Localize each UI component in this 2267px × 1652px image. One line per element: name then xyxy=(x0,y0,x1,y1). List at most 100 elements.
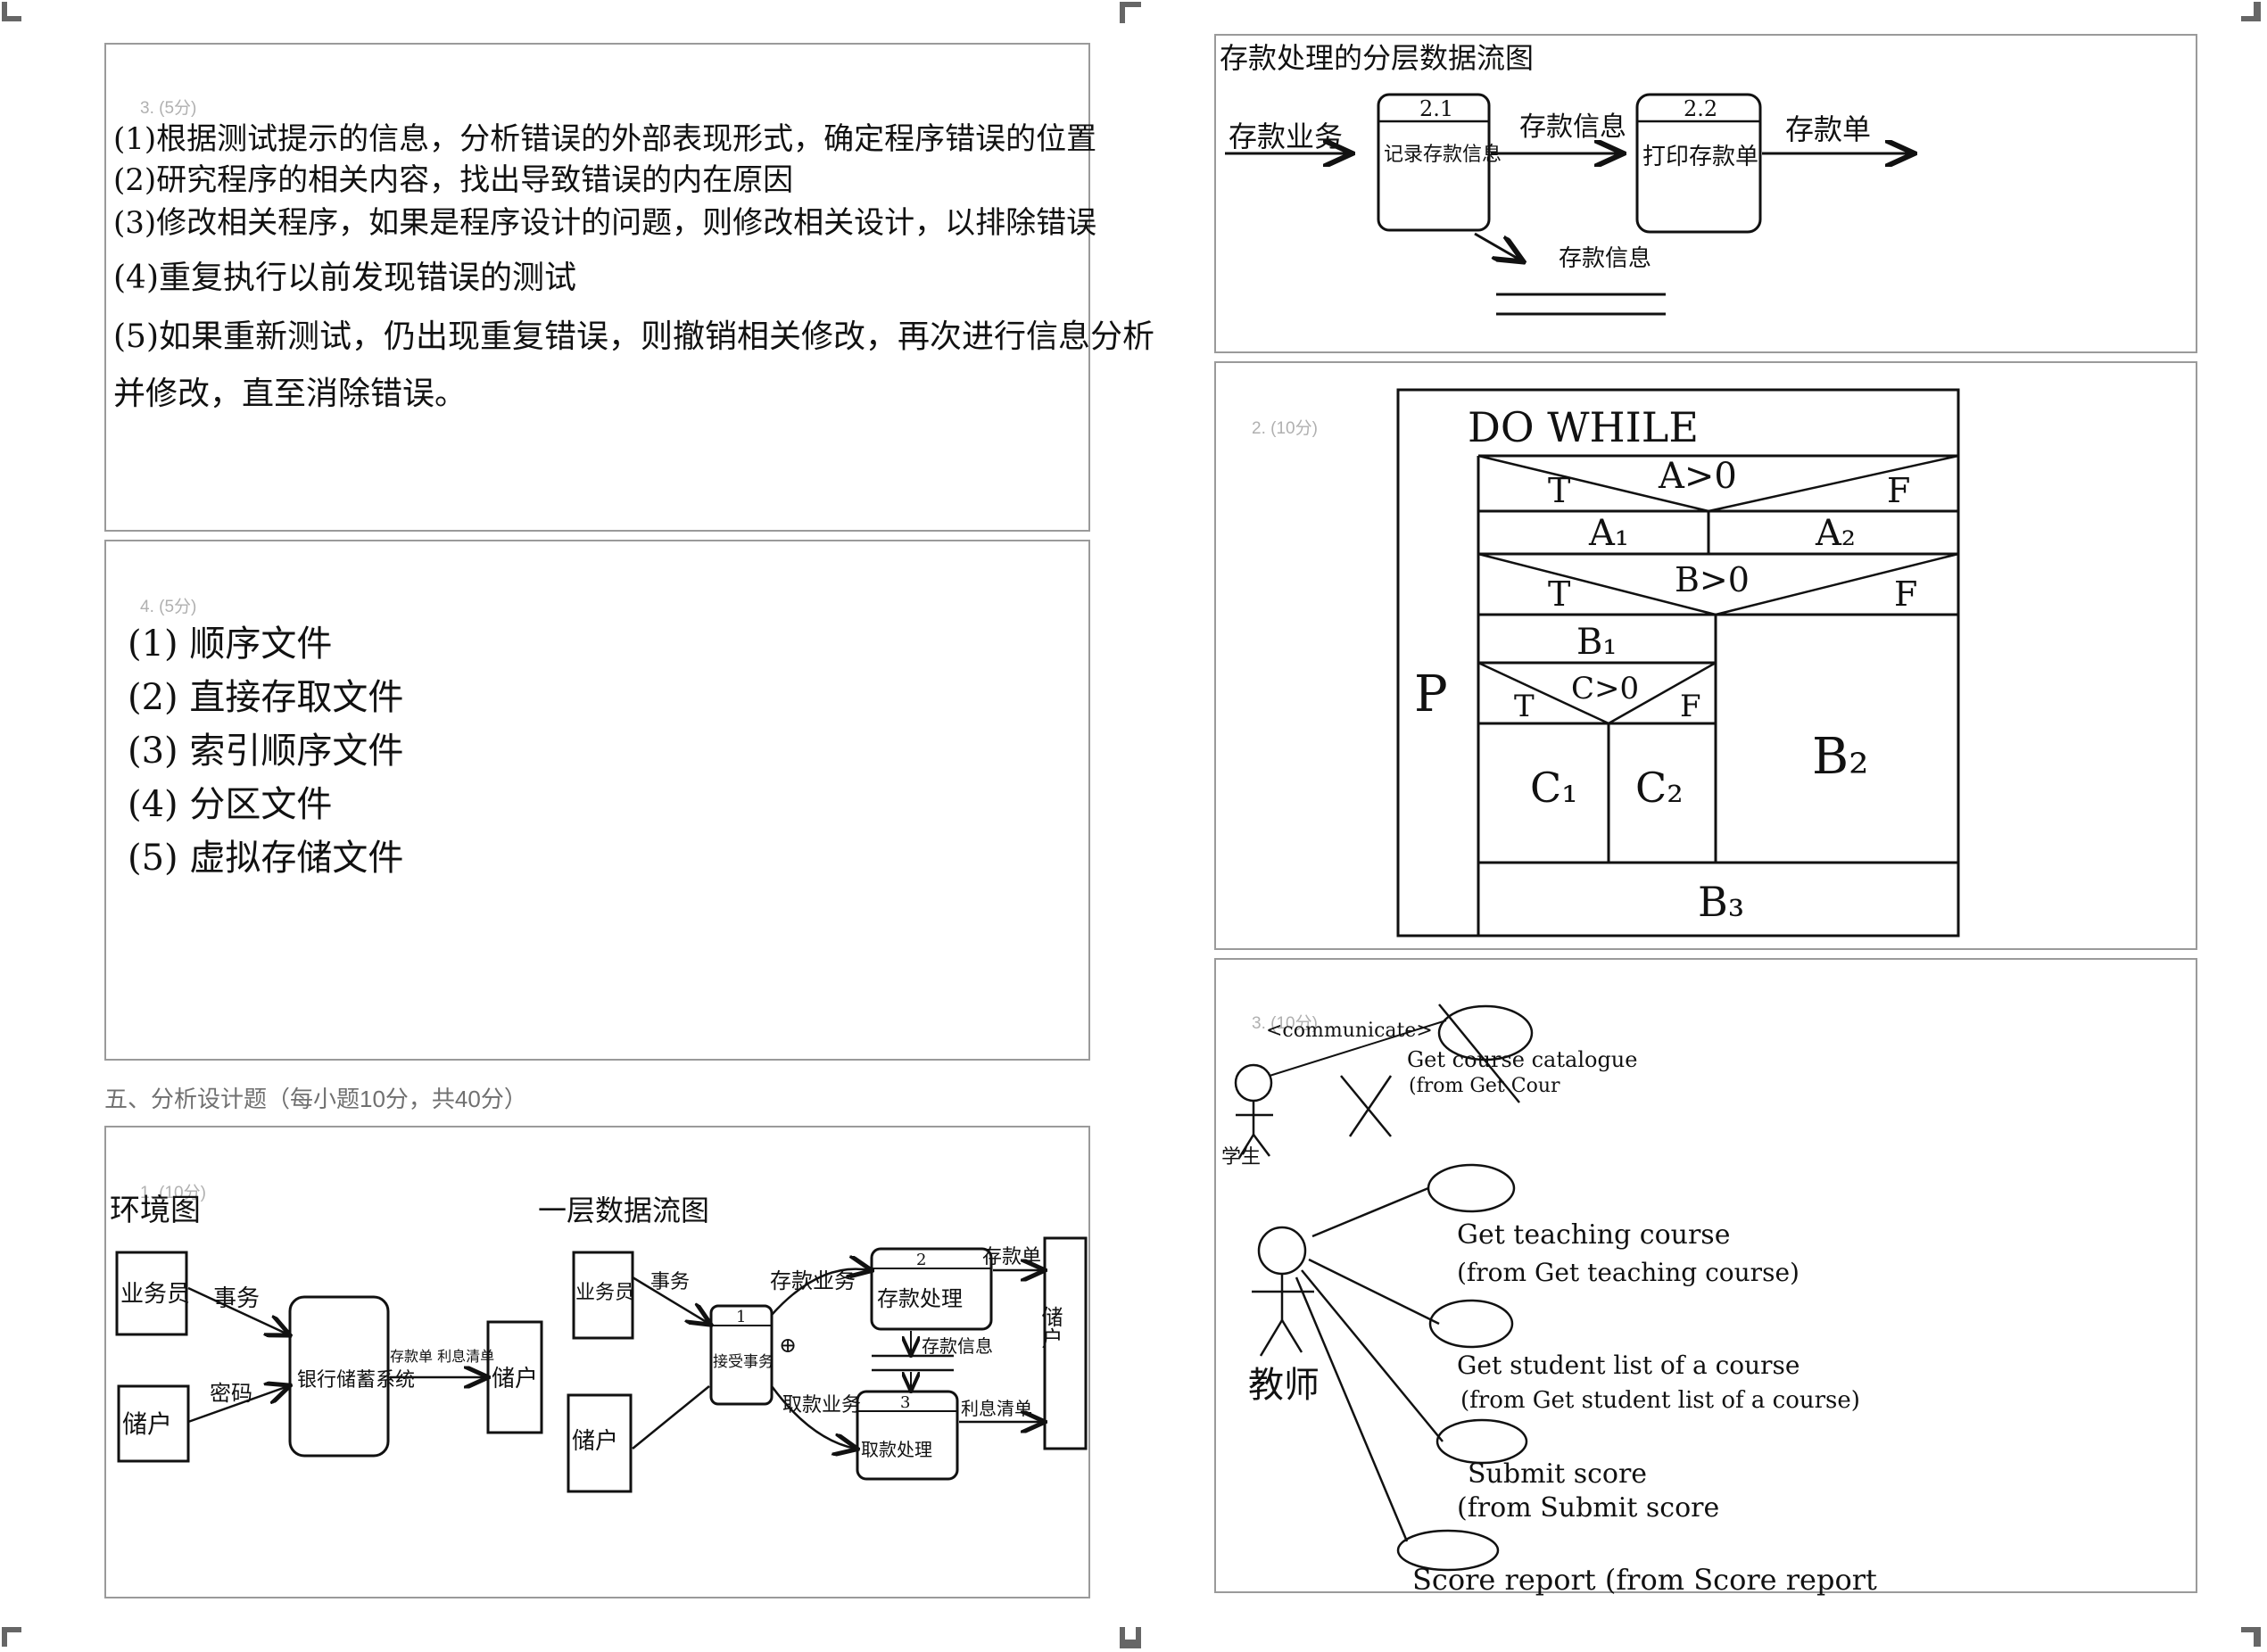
cond-c: C>0 xyxy=(1571,671,1639,706)
answer-line-4: (4) 分区文件 xyxy=(128,784,333,825)
flow-withdraw-business: 取款业务 xyxy=(782,1394,861,1417)
answer-line-2: (2) 直接存取文件 xyxy=(128,677,404,718)
flow-password: 密码 xyxy=(210,1381,252,1406)
b1: B₁ xyxy=(1576,622,1617,663)
p1-process xyxy=(709,1304,774,1406)
answer-line-5: (5) 虚拟存储文件 xyxy=(128,838,404,879)
l1-sink-label: 储户 xyxy=(1038,1306,1063,1349)
uc-submit-from: (from Submit score xyxy=(1457,1492,1719,1524)
p2-label: 存款处理 xyxy=(877,1286,963,1311)
teacher-actor-icon xyxy=(1252,1226,1314,1357)
question-label: 2. (10分) xyxy=(1252,419,1318,438)
plus-symbol: ⊕ xyxy=(779,1333,797,1358)
corner-marker-bottom-left-icon xyxy=(2,1627,21,1647)
ns-outer xyxy=(1396,388,1960,938)
t-label-a: T xyxy=(1548,471,1570,510)
p21-process xyxy=(1377,93,1491,232)
flow-deposit-slip: 存款单 xyxy=(982,1246,1041,1268)
uc-submit: Submit score xyxy=(1468,1458,1647,1490)
corner-marker-bottom-right-icon xyxy=(2241,1627,2261,1647)
flow-deposit-business: 存款业务 xyxy=(770,1268,856,1293)
p22-process xyxy=(1635,93,1762,234)
depositor-entity xyxy=(117,1384,190,1463)
p3-label: 取款处理 xyxy=(861,1439,932,1460)
uc-student-list: Get student list of a course xyxy=(1457,1351,1800,1380)
answer-box-q3-right: 3. (10分) <communicate> Get course catalo… xyxy=(1214,958,2197,1597)
student-usecase-from: (from Get Cour xyxy=(1409,1075,1560,1097)
answer-box-deposit-dfd: 存款处理的分层数据流图 存款业务 2.1 记录存款信息 存款信息 2.2 打印存… xyxy=(1214,34,2197,353)
student-label: 学生 xyxy=(1221,1146,1261,1169)
l1-sink-entity xyxy=(1043,1236,1088,1450)
deposit-dfd: 存款处理的分层数据流图 存款业务 2.1 记录存款信息 存款信息 2.2 打印存… xyxy=(1220,41,2199,316)
flow-deposit-info: 存款信息 xyxy=(1519,112,1626,143)
flow-deposit-business: 存款业务 xyxy=(1229,120,1343,153)
answer-line-6: 并修改，直至消除错误。 xyxy=(113,376,467,412)
flow-transaction: 事务 xyxy=(213,1285,260,1312)
f-label-c: F xyxy=(1680,689,1701,724)
store-label: 存款信息 xyxy=(922,1335,993,1357)
p21-num: 2.1 xyxy=(1419,96,1453,121)
b3: B₃ xyxy=(1698,878,1744,926)
question-label: 1. (10分) xyxy=(140,1184,206,1202)
answer-line-3: (3) 索引顺序文件 xyxy=(128,731,404,772)
p1-label: 接受事务 xyxy=(713,1353,774,1371)
system-label: 银行储蓄系统 xyxy=(297,1369,415,1392)
corner-marker-top-mid-icon xyxy=(1120,2,1141,23)
c2: C₂ xyxy=(1635,764,1684,812)
corner-marker-top-left-icon xyxy=(2,2,21,21)
use-case-ellipse-3 xyxy=(1428,1299,1514,1349)
use-case-ellipse-2 xyxy=(1427,1163,1516,1213)
c1: C₁ xyxy=(1530,764,1578,812)
f-label-b: F xyxy=(1894,574,1917,614)
l1-depositor-label: 储户 xyxy=(572,1428,618,1455)
clerk-label: 业务员 xyxy=(120,1281,190,1308)
t-label-b: T xyxy=(1548,574,1570,614)
p-label: P xyxy=(1414,665,1448,723)
dfd-diagrams: 环境图 业务员 储户 银行储蓄系统 储户 事务 密码 存款单 利息清单 一层数据… xyxy=(110,1193,1088,1493)
l1-clerk-label: 业务员 xyxy=(575,1282,634,1304)
uc-get-teaching: Get teaching course xyxy=(1457,1219,1730,1251)
answer-box-q3-left: 3. (5分) (1)根据测试提示的信息，分析错误的外部表现形式，确定程序错误的… xyxy=(104,43,1154,532)
flow-output: 存款单 利息清单 xyxy=(390,1348,494,1365)
uc-student-list-from: (from Get student list of a course) xyxy=(1460,1387,1860,1414)
p22-num: 2.2 xyxy=(1684,96,1717,121)
do-while-label: DO WHILE xyxy=(1468,403,1699,451)
p3-num: 3 xyxy=(900,1393,910,1412)
question-label: 3. (10分) xyxy=(1252,1014,1318,1033)
store-label: 存款信息 xyxy=(1559,245,1651,272)
uc-get-teaching-from: (from Get teaching course) xyxy=(1457,1258,1800,1287)
context-title: 环境图 xyxy=(110,1193,201,1228)
flow-interest-list: 利息清单 xyxy=(961,1398,1032,1419)
clerk-entity xyxy=(115,1251,188,1336)
corner-marker-top-right-icon xyxy=(2241,2,2261,21)
ns-diagram: DO WHILE P A>0 T F A₁ A₂ B>0 T F B₁ B₂ C… xyxy=(1396,388,1960,938)
b2: B₂ xyxy=(1812,728,1869,786)
sink-label: 储户 xyxy=(492,1366,538,1392)
f-label-a: F xyxy=(1887,471,1910,510)
answer-box-q2: 2. (10分) DO WHILE P A>0 T F A₁ A₂ B>0 T … xyxy=(1214,361,2197,950)
deposit-dfd-title: 存款处理的分层数据流图 xyxy=(1220,41,1534,75)
t-label-c: T xyxy=(1514,689,1535,724)
p2-num: 2 xyxy=(916,1251,926,1269)
student-actor-icon xyxy=(1234,1063,1273,1159)
cond-a: A>0 xyxy=(1658,456,1737,497)
answer-line-3: (3)修改相关程序，如果是程序设计的问题，则修改相关设计，以排除错误 xyxy=(113,205,1097,241)
l1-flow-transaction: 事务 xyxy=(650,1271,690,1293)
flow-deposit-slip: 存款单 xyxy=(1785,112,1871,146)
level1-title: 一层数据流图 xyxy=(538,1194,709,1227)
question-label: 3. (5分) xyxy=(140,99,197,118)
student-usecase: Get course catalogue xyxy=(1407,1047,1637,1072)
use-case-diagram: <communicate> Get course catalogue (from… xyxy=(1221,1004,1877,1597)
use-case-ellipse-5 xyxy=(1396,1529,1500,1572)
p21-label: 记录存款信息 xyxy=(1384,144,1502,166)
p1-num: 1 xyxy=(736,1308,746,1326)
a2: A₂ xyxy=(1815,513,1856,554)
cond-b: B>0 xyxy=(1675,560,1750,599)
communicate-label: <communicate> xyxy=(1266,1020,1433,1042)
teacher-label: 教师 xyxy=(1248,1365,1320,1406)
answer-line-1: (1)根据测试提示的信息，分析错误的外部表现形式，确定程序错误的位置 xyxy=(113,121,1097,157)
answer-box-q4-left: 4. (5分) (1) 顺序文件 (2) 直接存取文件 (3) 索引顺序文件 (… xyxy=(104,540,1090,1061)
system-process xyxy=(288,1295,390,1458)
question-label: 4. (5分) xyxy=(140,598,197,616)
answer-line-4: (4)重复执行以前发现错误的测试 xyxy=(113,260,576,296)
